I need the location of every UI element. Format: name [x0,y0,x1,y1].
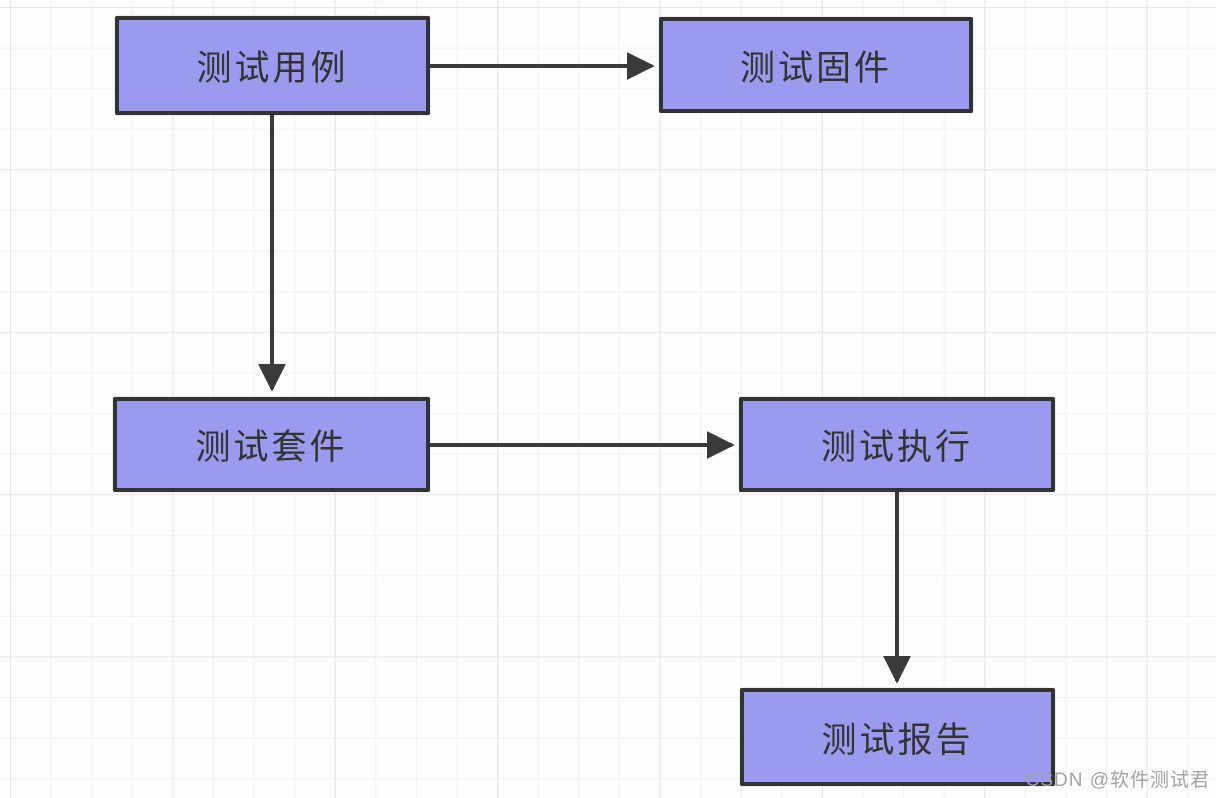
node-test-suite-label: 测试套件 [195,428,348,467]
node-test-fixture-label: 测试固件 [739,48,892,88]
node-test-execution: 测试执行 [739,397,1055,492]
node-test-suite: 测试套件 [113,397,430,492]
node-test-fixture: 测试固件 [659,17,973,113]
node-test-report: 测试报告 [740,688,1055,786]
node-test-report-label: 测试报告 [821,720,974,760]
node-test-case-label: 测试用例 [196,49,349,88]
node-test-case: 测试用例 [115,16,430,115]
csdn-watermark: CSDN @软件测试君 [1025,770,1210,791]
node-test-execution-label: 测试执行 [820,428,973,467]
